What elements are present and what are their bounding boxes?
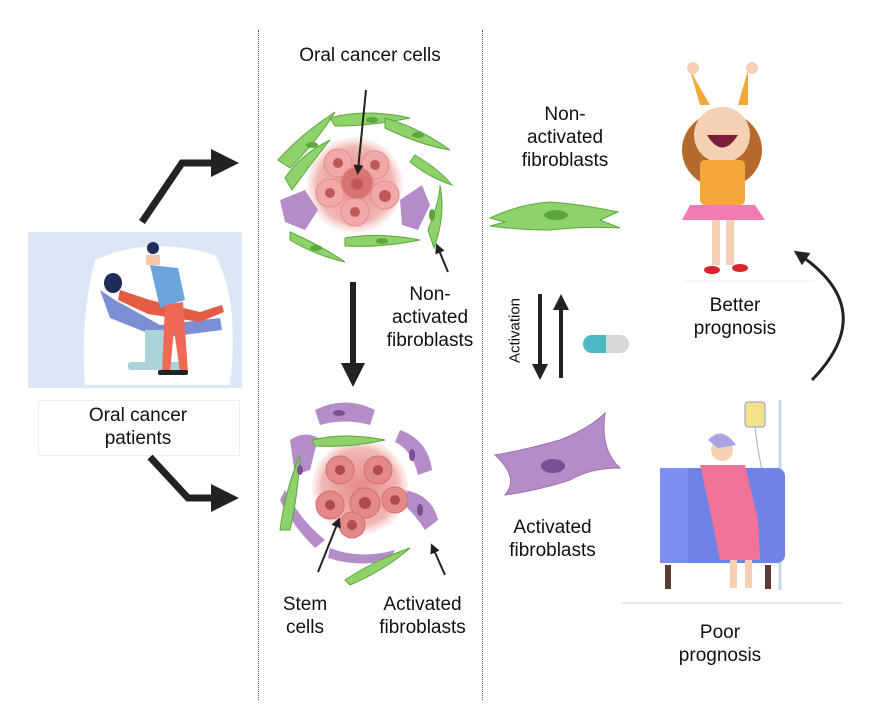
child-shirt	[700, 160, 745, 205]
pointer-activated-fibroblasts	[430, 543, 446, 576]
label-activated-fibroblasts-middle: Activated fibroblasts	[379, 594, 466, 638]
dentist-trousers	[162, 302, 188, 372]
single-activated-fibroblast	[493, 411, 622, 496]
fibroblast-nuclei	[306, 117, 435, 251]
arrow-to-bottom-cluster	[147, 454, 239, 512]
happy-child-illustration	[682, 62, 765, 274]
label-better-prognosis: Better prognosis	[693, 295, 777, 339]
activated-fibroblast	[280, 190, 318, 230]
label-poor-prognosis: Poor prognosis	[678, 622, 762, 666]
label-oral-cancer-patients: Oral cancer patients	[88, 405, 188, 449]
stem-cell-nuclei	[325, 465, 400, 530]
patient-head	[104, 273, 122, 293]
label-activated-fibroblasts-right: Activated fibroblasts	[509, 517, 596, 561]
non-activated-fibroblasts	[279, 435, 411, 586]
pointer-stem-cells	[317, 517, 341, 573]
label-non-activated-fibroblasts-right: Non- activated fibroblasts	[521, 104, 609, 171]
pointer-oral-cancer-cells	[353, 89, 367, 175]
non-activated-fibroblasts	[277, 111, 454, 263]
dentist-head	[147, 242, 159, 254]
dental-chair	[100, 290, 222, 338]
patient-iv-illustration	[660, 400, 785, 590]
cancer-nuclei	[325, 158, 391, 217]
label-stem-cells: Stem cells	[282, 594, 328, 638]
divider-right	[482, 30, 483, 700]
label-activation: Activation	[506, 297, 524, 364]
divider-left	[258, 30, 259, 700]
dentist-top	[150, 265, 185, 308]
pointer-non-activated-fibroblasts	[435, 243, 449, 273]
capsule-pill-icon	[583, 335, 629, 353]
patients-caption-box	[38, 400, 240, 456]
child-skirt	[682, 205, 765, 220]
arrow-to-top-cluster	[139, 149, 239, 224]
iv-bag	[744, 401, 766, 428]
fibroblast-nuclei	[297, 410, 423, 516]
bottom-tumor-cluster	[279, 402, 438, 586]
activated-fibroblast	[400, 185, 430, 230]
single-non-activated-fibroblast	[488, 201, 621, 231]
chair-base	[145, 330, 167, 365]
top-tumor-cluster	[277, 111, 454, 263]
label-oral-cancer-cells: Oral cancer cells	[299, 45, 441, 66]
arrow-to-better-prognosis	[793, 250, 845, 382]
patient-gown	[700, 465, 760, 560]
label-non-activated-fibroblasts-middle: Non- activated fibroblasts	[386, 284, 474, 351]
